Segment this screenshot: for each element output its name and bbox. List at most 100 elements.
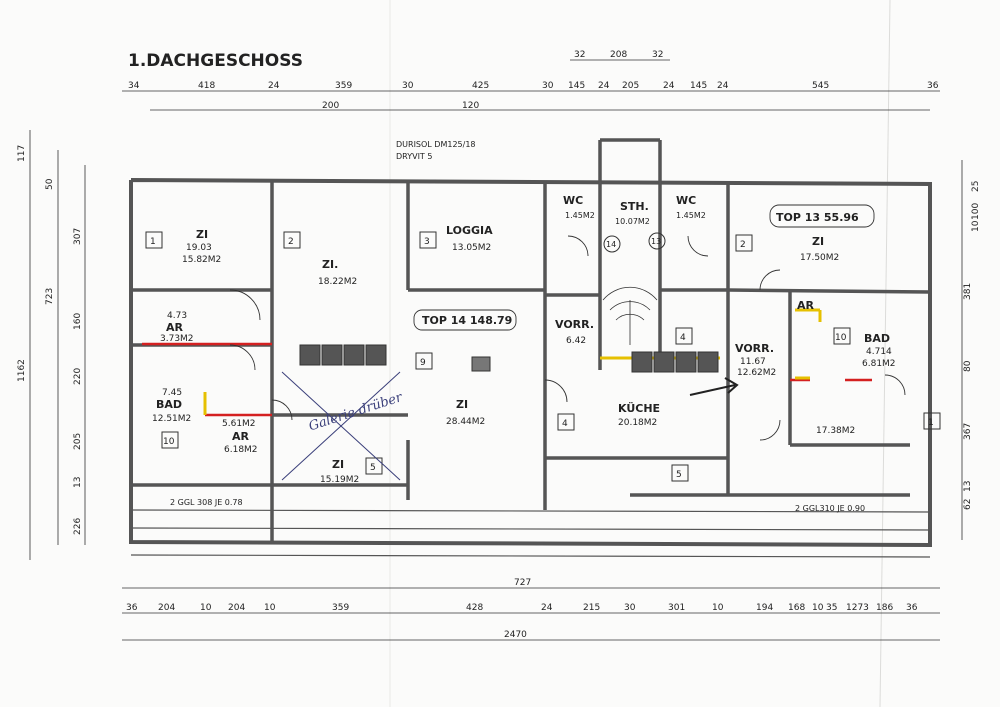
svg-text:425: 425 <box>472 81 489 91</box>
svg-text:1.45M2: 1.45M2 <box>676 211 706 220</box>
svg-text:ZI.: ZI. <box>322 258 338 271</box>
room-labels: ZI 19.03 15.82M2 ZI. 18.22M2 LOGGIA 13.0… <box>152 194 896 485</box>
svg-text:36: 36 <box>927 81 939 91</box>
svg-text:24: 24 <box>663 81 675 91</box>
svg-text:307: 307 <box>73 228 83 245</box>
svg-text:3.73M2: 3.73M2 <box>160 334 194 344</box>
svg-text:30: 30 <box>624 603 636 613</box>
svg-text:18.22M2: 18.22M2 <box>318 277 357 287</box>
svg-text:30: 30 <box>402 81 414 91</box>
svg-text:LOGGIA: LOGGIA <box>446 224 493 237</box>
svg-text:9: 9 <box>420 358 426 368</box>
svg-text:62: 62 <box>963 499 973 510</box>
stair-dimension-labels: 32 208 32 <box>570 50 670 61</box>
svg-text:418: 418 <box>198 81 215 91</box>
svg-text:12.51M2: 12.51M2 <box>152 414 191 424</box>
svg-text:10: 10 <box>812 603 824 613</box>
svg-text:12.62M2: 12.62M2 <box>737 368 776 378</box>
room-markers: 1 2 3 9 5 4 5 2 10 1 4 13 14 10 <box>145 231 941 482</box>
svg-text:359: 359 <box>332 603 349 613</box>
svg-text:VORR.: VORR. <box>735 342 774 355</box>
svg-text:208: 208 <box>610 50 627 60</box>
svg-text:13: 13 <box>963 481 973 492</box>
outer-walls <box>129 178 932 548</box>
svg-text:301: 301 <box>668 603 685 613</box>
svg-text:13.05M2: 13.05M2 <box>452 243 491 253</box>
svg-text:3: 3 <box>424 237 430 247</box>
svg-text:10: 10 <box>200 603 212 613</box>
svg-text:15.82M2: 15.82M2 <box>182 255 221 265</box>
unit-labels: TOP 14 148.79 TOP 13 55.96 <box>413 204 875 331</box>
svg-text:367: 367 <box>963 423 973 440</box>
svg-text:10: 10 <box>971 220 981 232</box>
svg-text:5.61M2: 5.61M2 <box>222 419 256 429</box>
top-13-label: TOP 13 55.96 <box>776 211 859 224</box>
svg-text:10: 10 <box>712 603 724 613</box>
svg-text:1273: 1273 <box>846 603 869 613</box>
svg-text:24: 24 <box>717 81 729 91</box>
svg-text:723: 723 <box>45 288 55 305</box>
svg-text:10: 10 <box>163 437 175 447</box>
left-dimension-chain <box>29 130 86 560</box>
svg-text:24: 24 <box>541 603 553 613</box>
left-dimension-labels: 117 50 307 723 160 220 205 13 226 1162 <box>17 145 83 535</box>
svg-text:24: 24 <box>268 81 280 91</box>
svg-text:428: 428 <box>466 603 483 613</box>
svg-text:24: 24 <box>598 81 610 91</box>
material-note-2: DRYVIT 5 <box>396 152 432 161</box>
svg-text:205: 205 <box>73 433 83 450</box>
svg-text:AR: AR <box>166 321 184 334</box>
svg-text:36: 36 <box>906 603 918 613</box>
svg-text:WC: WC <box>676 194 696 207</box>
svg-text:545: 545 <box>812 81 829 91</box>
svg-text:2470: 2470 <box>504 630 527 640</box>
door-swings <box>229 235 906 441</box>
skylight-note-left: 2 GGL 308 JE 0.78 <box>170 498 243 507</box>
svg-text:ZI: ZI <box>812 235 824 248</box>
balcony-rails <box>130 509 931 558</box>
svg-text:220: 220 <box>73 368 83 385</box>
svg-text:200: 200 <box>322 101 339 111</box>
shafts <box>299 344 719 373</box>
svg-text:2: 2 <box>288 237 294 247</box>
svg-text:4: 4 <box>680 333 686 343</box>
svg-text:10.07M2: 10.07M2 <box>615 217 650 226</box>
svg-text:4.73: 4.73 <box>167 311 187 321</box>
svg-text:AR: AR <box>232 430 250 443</box>
svg-text:32: 32 <box>574 50 585 60</box>
svg-text:6.18M2: 6.18M2 <box>224 445 258 455</box>
svg-text:6.81M2: 6.81M2 <box>862 359 896 369</box>
svg-text:13: 13 <box>73 477 83 488</box>
svg-text:120: 120 <box>462 101 479 111</box>
svg-text:145: 145 <box>690 81 707 91</box>
skylight-note-right: 2 GGL310 JE 0.90 <box>795 504 865 513</box>
red-highlights <box>142 342 872 417</box>
right-dimension-labels: 100 25 10 381 80 367 62 13 <box>963 181 981 510</box>
svg-text:35: 35 <box>826 603 837 613</box>
svg-text:BAD: BAD <box>864 332 890 345</box>
svg-text:10: 10 <box>835 333 847 343</box>
svg-text:160: 160 <box>73 313 83 330</box>
svg-text:ZI: ZI <box>332 458 344 471</box>
svg-text:5: 5 <box>370 463 376 473</box>
svg-text:28.44M2: 28.44M2 <box>446 417 485 427</box>
svg-text:11.67: 11.67 <box>740 357 766 367</box>
svg-text:168: 168 <box>788 603 805 613</box>
svg-text:6.42: 6.42 <box>566 336 586 346</box>
svg-text:32: 32 <box>652 50 663 60</box>
svg-text:ZI: ZI <box>196 228 208 241</box>
svg-text:2: 2 <box>740 240 746 250</box>
svg-text:15.19M2: 15.19M2 <box>320 475 359 485</box>
svg-text:4: 4 <box>562 419 568 429</box>
stair <box>602 286 658 345</box>
plan-title: 1.DACHGESCHOSS <box>128 51 303 71</box>
svg-text:186: 186 <box>876 603 893 613</box>
svg-text:KÜCHE: KÜCHE <box>618 401 660 415</box>
svg-text:17.50M2: 17.50M2 <box>800 253 839 263</box>
top-14-label: TOP 14 148.79 <box>422 314 512 327</box>
svg-text:1: 1 <box>150 237 156 247</box>
bottom-dimension-chain <box>122 587 940 641</box>
svg-text:204: 204 <box>228 603 245 613</box>
